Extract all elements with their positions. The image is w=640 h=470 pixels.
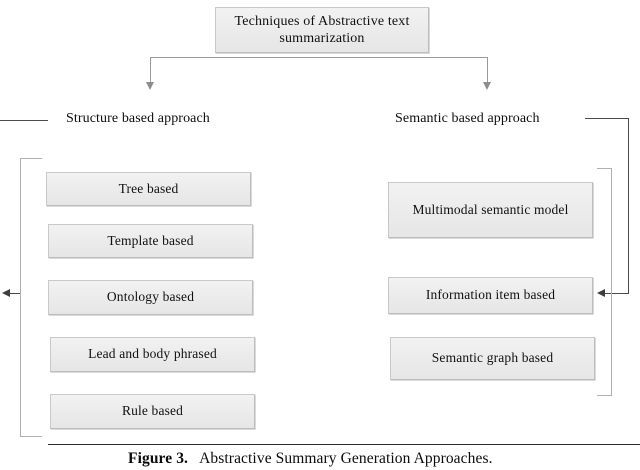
root-to-structure-line [150, 57, 151, 84]
structure-group-arrow-icon [2, 288, 10, 297]
figure-caption: Figure 3. Abstractive Summary Generation… [128, 450, 493, 468]
semantic-group-bracket [597, 168, 612, 396]
semantic-group-arrow-icon [597, 288, 605, 297]
semantic-branch-down-line [628, 118, 629, 293]
branch-label-semantic-based: Semantic based approach [395, 111, 540, 126]
caption-label: Figure 3. [128, 450, 189, 467]
branch-label-structure-based: Structure based approach [66, 111, 210, 126]
semantic-branch-feeder-line [585, 118, 629, 119]
structure-branch-feeder-line [0, 120, 48, 121]
node-rule-based: Rule based [50, 394, 255, 429]
structure-group-arrow-stem-line [9, 293, 20, 294]
node-tree-based: Tree based [46, 172, 251, 206]
structure-group-bracket [20, 158, 42, 437]
node-ontology-based: Ontology based [48, 280, 253, 315]
root-to-semantic-line [487, 57, 488, 84]
node-lead-and-body-phrased: Lead and body phrased [50, 337, 255, 372]
root-distributor-line [150, 57, 488, 58]
node-template-based: Template based [48, 224, 253, 258]
caption-divider [48, 444, 640, 445]
root-to-structure-arrow-icon [145, 82, 154, 90]
root-node-techniques: Techniques of Abstractive text summariza… [215, 7, 429, 53]
root-to-semantic-arrow-icon [482, 82, 491, 90]
node-multimodal-semantic-model: Multimodal semantic model [388, 182, 593, 238]
node-semantic-graph-based: Semantic graph based [390, 337, 595, 380]
caption-text: Abstractive Summary Generation Approache… [199, 450, 493, 467]
node-information-item-based: Information item based [388, 277, 593, 314]
semantic-branch-into-group-line [604, 293, 629, 294]
